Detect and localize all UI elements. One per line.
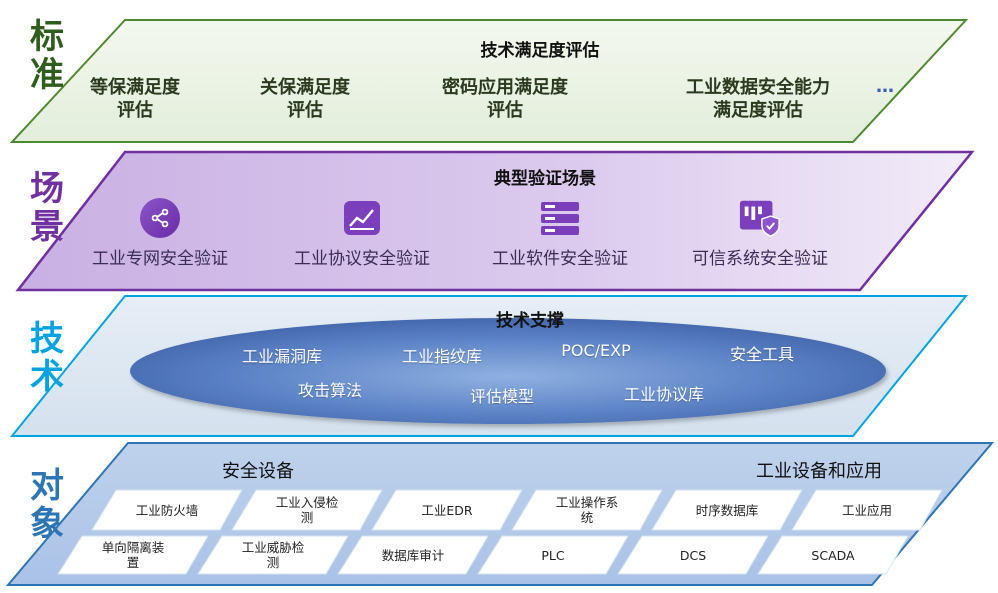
line-chart-icon: [340, 198, 384, 238]
cell-shape: [791, 489, 943, 531]
cell-shape: [371, 489, 523, 531]
tech-item: 安全工具: [729, 345, 795, 364]
tech-item: 工业漏洞库: [241, 347, 323, 366]
standard-item: 等保满足度评估: [90, 77, 180, 121]
cell-shape: [231, 489, 383, 531]
object-cell: 工业应用: [841, 502, 892, 518]
tech-side-label: 技术: [30, 319, 64, 397]
tech-item: 工业指纹库: [401, 347, 483, 366]
standard-item: 工业数据安全能力满足度评估: [686, 77, 830, 121]
server-stack-icon: [538, 198, 582, 238]
object-cell: 单向隔离装置: [101, 540, 165, 570]
tech-item: POC/EXP: [561, 341, 631, 360]
object-side-label: 对象: [30, 466, 64, 544]
cell-shape: [757, 535, 909, 575]
tech-item: 工业协议库: [623, 385, 705, 404]
object-cell: SCADA: [811, 547, 855, 563]
cell-shape: [651, 489, 803, 531]
scene-item: 工业专网安全验证: [92, 198, 228, 269]
scene-side-label: 场景: [30, 169, 64, 247]
standard-side-label: 标准: [30, 17, 64, 95]
tech-title: 技术支撑: [496, 311, 564, 331]
cell-shape: [337, 535, 489, 575]
object-cell: 时序数据库: [695, 502, 759, 518]
object-cell: DCS: [679, 547, 707, 563]
standard-title: 技术满足度评估: [480, 41, 600, 61]
scene-layer-shape: [15, 150, 975, 292]
more-ellipsis: …: [876, 76, 894, 97]
standard-item: 关保满足度评估: [260, 77, 350, 121]
object-heading-left: 安全设备: [222, 461, 294, 482]
tech-item: 攻击算法: [297, 381, 363, 400]
share-network-icon: [140, 198, 180, 238]
object-cell: 工业操作系统: [555, 495, 619, 525]
scene-item: 可信系统安全验证: [692, 198, 828, 269]
tech-ellipse: [130, 318, 886, 424]
object-cell: 工业防火墙: [135, 502, 199, 518]
standard-item: 密码应用满足度评估: [442, 77, 568, 121]
object-cell: PLC: [541, 547, 565, 563]
cell-shape: [197, 535, 349, 575]
object-cell: 工业入侵检测: [275, 495, 339, 525]
scene-item: 工业软件安全验证: [492, 198, 628, 269]
cell-shape: [91, 489, 243, 531]
cell-shape: [511, 489, 663, 531]
cell-shape: [477, 535, 629, 575]
object-cell: 工业威胁检测: [241, 540, 305, 570]
object-heading-right: 工业设备和应用: [756, 461, 882, 482]
cell-shape: [617, 535, 769, 575]
tech-item: 评估模型: [469, 387, 535, 406]
shield-check-icon: [738, 198, 782, 238]
object-cell: 工业EDR: [421, 502, 473, 518]
scene-item: 工业协议安全验证: [294, 198, 430, 269]
cell-shape: [57, 535, 209, 575]
object-cell: 数据库审计: [381, 547, 445, 563]
scene-title: 典型验证场景: [494, 169, 596, 189]
standard-layer-shape: [9, 19, 969, 143]
